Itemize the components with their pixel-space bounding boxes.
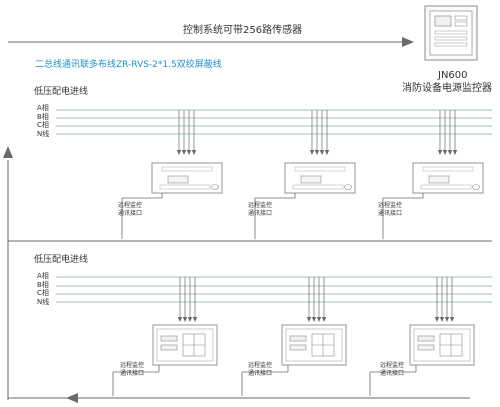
module-3-bottom-terminals xyxy=(420,184,472,190)
module-6-label-line2: 通讯接口 xyxy=(380,370,405,377)
module-3-label-line1: 远程监控 xyxy=(378,202,403,209)
module-6-tap-arrow-1 xyxy=(434,317,440,322)
module-2-tap-arrow-4 xyxy=(324,150,330,155)
controller-strip-1 xyxy=(434,30,468,35)
module-2-bottom-terminals xyxy=(292,184,344,190)
module-6-display-2 xyxy=(417,344,435,351)
module-3-indicator xyxy=(472,184,480,190)
module-6-tap-arrow-4 xyxy=(449,317,455,322)
module-3-top-terminals xyxy=(422,166,474,172)
section-2-title: 低压配电进线 xyxy=(34,255,89,265)
section-2-phase-a: A相 xyxy=(37,272,49,280)
controller-screen xyxy=(434,15,452,27)
module-1-indicator xyxy=(211,184,219,190)
module-4-display-1 xyxy=(160,335,178,342)
module-2-indicator xyxy=(344,184,352,190)
module-4-tap-arrow-3 xyxy=(187,317,193,322)
module-1-bottom-terminals xyxy=(159,184,211,190)
module-5-tap-arrow-3 xyxy=(316,317,322,322)
module-2-tap-arrow-3 xyxy=(319,150,325,155)
section-1-phase-n: N线 xyxy=(37,130,50,138)
module-2-tap-arrow-1 xyxy=(309,150,315,155)
module-2-top-terminals xyxy=(294,166,346,172)
module-1-tap-arrow-1 xyxy=(176,150,182,155)
module-1-display xyxy=(167,175,189,184)
section-2-phase-b: B相 xyxy=(37,281,49,289)
top-label: 控制系统可带256路传感器 xyxy=(183,25,303,36)
module-6-label-line1: 远程监控 xyxy=(380,362,405,369)
module-3-tap-arrow-2 xyxy=(442,150,448,155)
module-3-tap-arrow-4 xyxy=(452,150,458,155)
module-5-tap-arrow-4 xyxy=(321,317,327,322)
module-4-tap-arrow-1 xyxy=(177,317,183,322)
module-6-display-1 xyxy=(417,335,435,342)
module-5-tap-arrow-2 xyxy=(311,317,317,322)
module-1-top-terminals xyxy=(161,166,213,172)
module-2-label-line1: 远程监控 xyxy=(248,202,273,209)
controller-key-row-1 xyxy=(454,15,468,21)
bottom-left-arrow xyxy=(66,393,78,403)
left-up-arrow xyxy=(3,146,13,158)
module-4-label-line2: 通讯接口 xyxy=(120,370,145,377)
top-right-arrow xyxy=(402,37,414,47)
section-1-phase-a: A相 xyxy=(37,104,49,112)
module-4-display-2 xyxy=(160,344,178,351)
module-3-label-line2: 通讯接口 xyxy=(378,210,403,217)
section-2-phase-c: C相 xyxy=(37,289,49,297)
bus-label: 二总线通讯联多布线ZR-RVS-2*1.5双绞屏蔽线 xyxy=(35,60,222,70)
module-3-tap-arrow-3 xyxy=(447,150,453,155)
section-1-title: 低压配电进线 xyxy=(34,87,89,97)
module-2-tap-arrow-2 xyxy=(314,150,320,155)
module-2-display xyxy=(300,175,322,184)
module-4-label-line1: 远程监控 xyxy=(120,362,145,369)
controller-name: 消防设备电源监控器 xyxy=(402,83,492,94)
module-1-tap-arrow-3 xyxy=(186,150,192,155)
module-5-label-line2: 通讯接口 xyxy=(248,370,273,377)
section-1-phase-c: C相 xyxy=(37,121,49,129)
module-5-tap-arrow-1 xyxy=(306,317,312,322)
module-4-tap-arrow-4 xyxy=(192,317,198,322)
controller-strip-2 xyxy=(434,36,468,41)
module-2-label-line2: 通讯接口 xyxy=(248,210,273,217)
module-5-display-2 xyxy=(289,344,307,351)
controller-model: JN600 xyxy=(438,70,468,81)
module-1-tap-arrow-2 xyxy=(181,150,187,155)
section-2-phase-n: N线 xyxy=(37,298,50,306)
module-5-label-line1: 远程监控 xyxy=(248,362,273,369)
controller-strip-3 xyxy=(434,42,468,47)
module-1-tap-arrow-4 xyxy=(191,150,197,155)
module-4-tap-arrow-2 xyxy=(182,317,188,322)
module-1-label-line2: 通讯接口 xyxy=(118,210,143,217)
module-1-label-line1: 远程监控 xyxy=(118,202,143,209)
section-1-phase-b: B相 xyxy=(37,113,49,121)
module-3-tap-arrow-1 xyxy=(437,150,443,155)
module-3-display xyxy=(428,175,450,184)
module-6-tap-arrow-2 xyxy=(439,317,445,322)
module-6-tap-arrow-3 xyxy=(444,317,450,322)
module-5-display-1 xyxy=(289,335,307,342)
controller-key-row-2 xyxy=(454,21,468,27)
